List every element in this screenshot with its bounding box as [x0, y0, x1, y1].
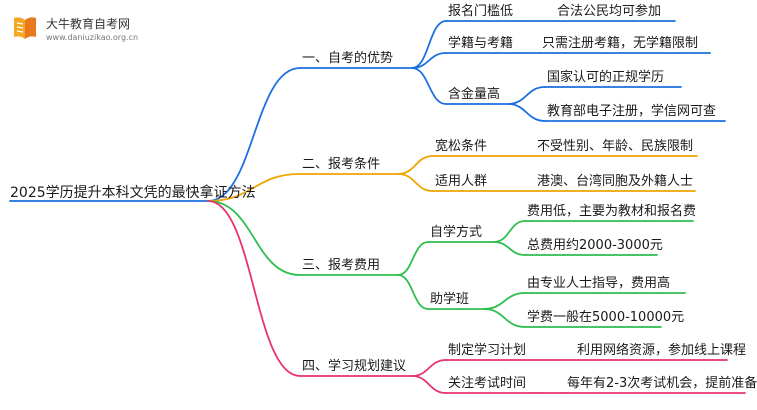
- branch-connector: [207, 67, 301, 202]
- site-logo: 大牛教育自考网 www.daniuzikao.org.cn: [10, 14, 150, 48]
- sub-connector: [411, 20, 447, 69]
- branch-label: 一、自考的优势: [302, 51, 394, 66]
- leaf-label: 总费用约2000-3000元: [527, 238, 663, 253]
- root-topic: 2025学历提升本科文凭的最快拿证方法: [10, 185, 256, 201]
- sub-topic-label: 宽松条件: [435, 139, 488, 154]
- branch-connector: [207, 200, 301, 377]
- leaf-label: 利用网络资源，参加线上课程: [577, 343, 747, 358]
- sub-connector: [411, 52, 447, 69]
- sub-topic-label: 含金量高: [448, 87, 501, 102]
- branch-connector: [207, 173, 301, 202]
- leaf-label: 合法公民均可参加: [557, 4, 662, 19]
- branch-label: 三、报考费用: [302, 258, 381, 273]
- sub-topic-label: 学籍与考籍: [448, 36, 514, 51]
- leaf-label: 学费一般在5000-10000元: [527, 310, 685, 325]
- leaf-label: 由专业人士指导，费用高: [527, 276, 671, 291]
- sub-topic-label: 制定学习计划: [448, 343, 527, 358]
- leaf-connector: [483, 308, 526, 328]
- logo-site-url: www.daniuzikao.org.cn: [46, 33, 139, 42]
- sub-connector: [411, 375, 447, 394]
- leaf-connector: [507, 86, 546, 105]
- sub-topic-label: 自学方式: [430, 225, 483, 240]
- sub-connector: [397, 173, 434, 192]
- leaf-connector: [507, 103, 546, 122]
- leaf-label: 教育部电子注册，学信网可查: [547, 104, 717, 119]
- leaf-connector: [493, 220, 526, 243]
- leaf-connector: [493, 241, 526, 256]
- sub-connector: [411, 359, 447, 377]
- branch-label: 四、学习规划建议: [302, 359, 407, 374]
- branch-connector: [207, 200, 301, 276]
- sub-topic-label: 适用人群: [435, 174, 488, 189]
- sub-topic-label: 助学班: [430, 292, 470, 307]
- sub-topic-label: 关注考试时间: [448, 376, 527, 391]
- leaf-label: 费用低，主要为教材和报名费: [527, 204, 697, 219]
- sub-connector: [397, 241, 429, 276]
- logo-site-name: 大牛教育自考网: [46, 17, 131, 31]
- leaf-connector: [483, 292, 526, 310]
- leaf-label: 港澳、台湾同胞及外籍人士: [537, 174, 694, 189]
- sub-connector: [397, 274, 429, 310]
- leaf-label: 每年有2-3次考试机会，提前准备: [567, 376, 757, 391]
- branch-label: 二、报考条件: [302, 157, 381, 172]
- leaf-label: 只需注册考籍，无学籍限制: [542, 36, 699, 51]
- leaf-label: 国家认可的正规学历: [547, 70, 665, 85]
- leaf-label: 不受性别、年龄、民族限制: [537, 139, 694, 154]
- sub-connector: [397, 155, 434, 175]
- sub-connector: [411, 67, 447, 105]
- book-logo-icon: [14, 17, 36, 39]
- sub-topic-label: 报名门槛低: [448, 4, 514, 19]
